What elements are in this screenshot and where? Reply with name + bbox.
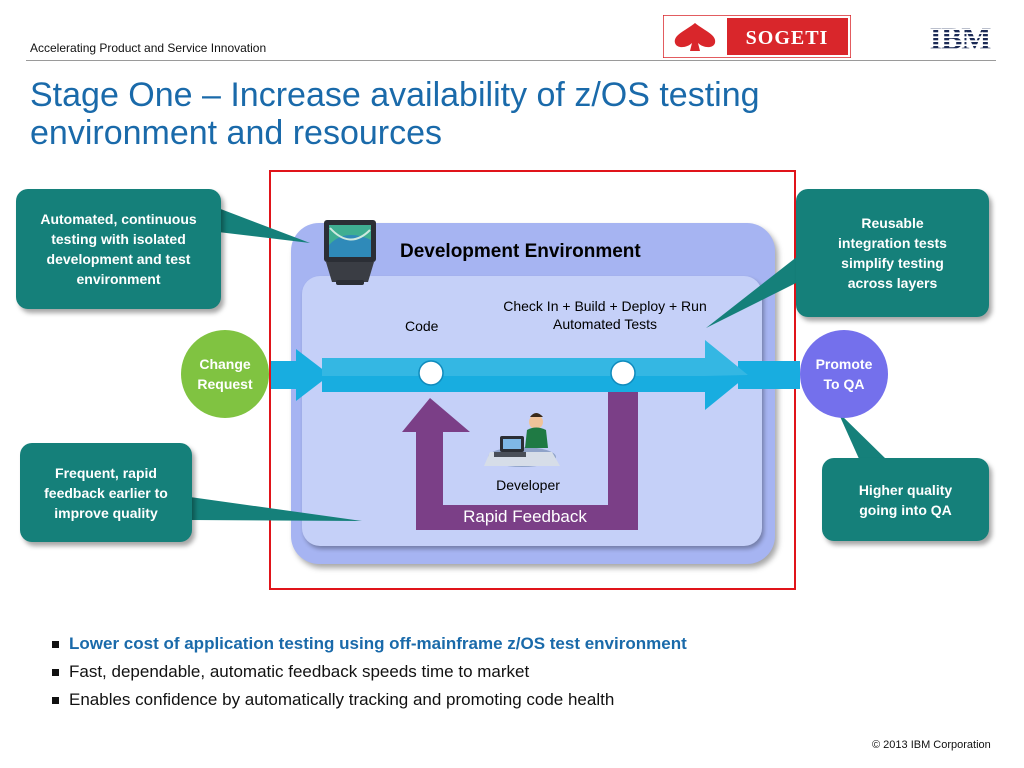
- code-stage-dot: [418, 360, 444, 386]
- key-point: Fast, dependable, automatic feedback spe…: [50, 658, 687, 686]
- environment-inner-panel: [302, 276, 762, 546]
- callout-automated-testing: Automated, continuous testing with isola…: [16, 189, 221, 309]
- rapid-feedback-label: Rapid Feedback: [463, 507, 587, 526]
- developer-at-desk-icon: [484, 413, 560, 467]
- sogeti-wordmark: SOGETI: [746, 27, 829, 49]
- callout-automated-pointer: [218, 208, 310, 243]
- header-tagline: Accelerating Product and Service Innovat…: [30, 41, 267, 55]
- sogeti-logo: SOGETI: [663, 15, 851, 58]
- page-title: Stage One – Increase availability of z/O…: [30, 76, 760, 152]
- key-point: Lower cost of application testing using …: [50, 630, 687, 658]
- callout-frequent-pointer: [190, 497, 362, 521]
- ibm-logo: IBM: [930, 22, 993, 52]
- developer-label: Developer: [496, 477, 560, 493]
- promote-to-qa-label: Promote To QA: [815, 356, 873, 392]
- callout-frequent-feedback: Frequent, rapid feedback earlier to impr…: [20, 443, 192, 542]
- callout-reusable-text: Reusable integration tests simplify test…: [838, 215, 947, 291]
- pipeline-arrow: [271, 340, 800, 410]
- callout-reusable-tests: Reusable integration tests simplify test…: [796, 189, 989, 317]
- callout-higher-pointer: [838, 412, 888, 461]
- callout-frequent-text: Frequent, rapid feedback earlier to impr…: [44, 464, 168, 521]
- pipeline-stage-dot: [610, 360, 636, 386]
- pipeline-stage-label: Check In + Build + Deploy + Run Automate…: [503, 298, 707, 332]
- callout-higher-text: Higher quality going into QA: [858, 481, 953, 518]
- bullet-square-icon: [52, 641, 59, 648]
- ibm-wordmark: IBM: [930, 22, 992, 52]
- environment-title: Development Environment: [400, 241, 641, 262]
- key-point-text: Fast, dependable, automatic feedback spe…: [69, 662, 530, 681]
- key-point-text: Lower cost of application testing using …: [69, 634, 687, 653]
- callout-higher-quality: Higher quality going into QA: [822, 458, 989, 541]
- callout-automated-text: Automated, continuous testing with isola…: [40, 211, 197, 287]
- change-request-label: Change Request: [197, 356, 253, 392]
- key-point-text: Enables confidence by automatically trac…: [69, 690, 615, 709]
- bullet-square-icon: [52, 697, 59, 704]
- copyright-notice: © 2013 IBM Corporation: [872, 739, 991, 751]
- change-request-node: Change Request: [181, 330, 269, 418]
- header-divider: [26, 60, 996, 61]
- callout-reusable-pointer: [706, 256, 798, 328]
- monitor-icon: [324, 220, 376, 285]
- promote-to-qa-node: Promote To QA: [800, 330, 888, 418]
- code-label: Code: [405, 318, 439, 334]
- key-point: Enables confidence by automatically trac…: [50, 686, 687, 714]
- bullet-square-icon: [52, 669, 59, 676]
- key-points-list: Lower cost of application testing using …: [50, 630, 687, 714]
